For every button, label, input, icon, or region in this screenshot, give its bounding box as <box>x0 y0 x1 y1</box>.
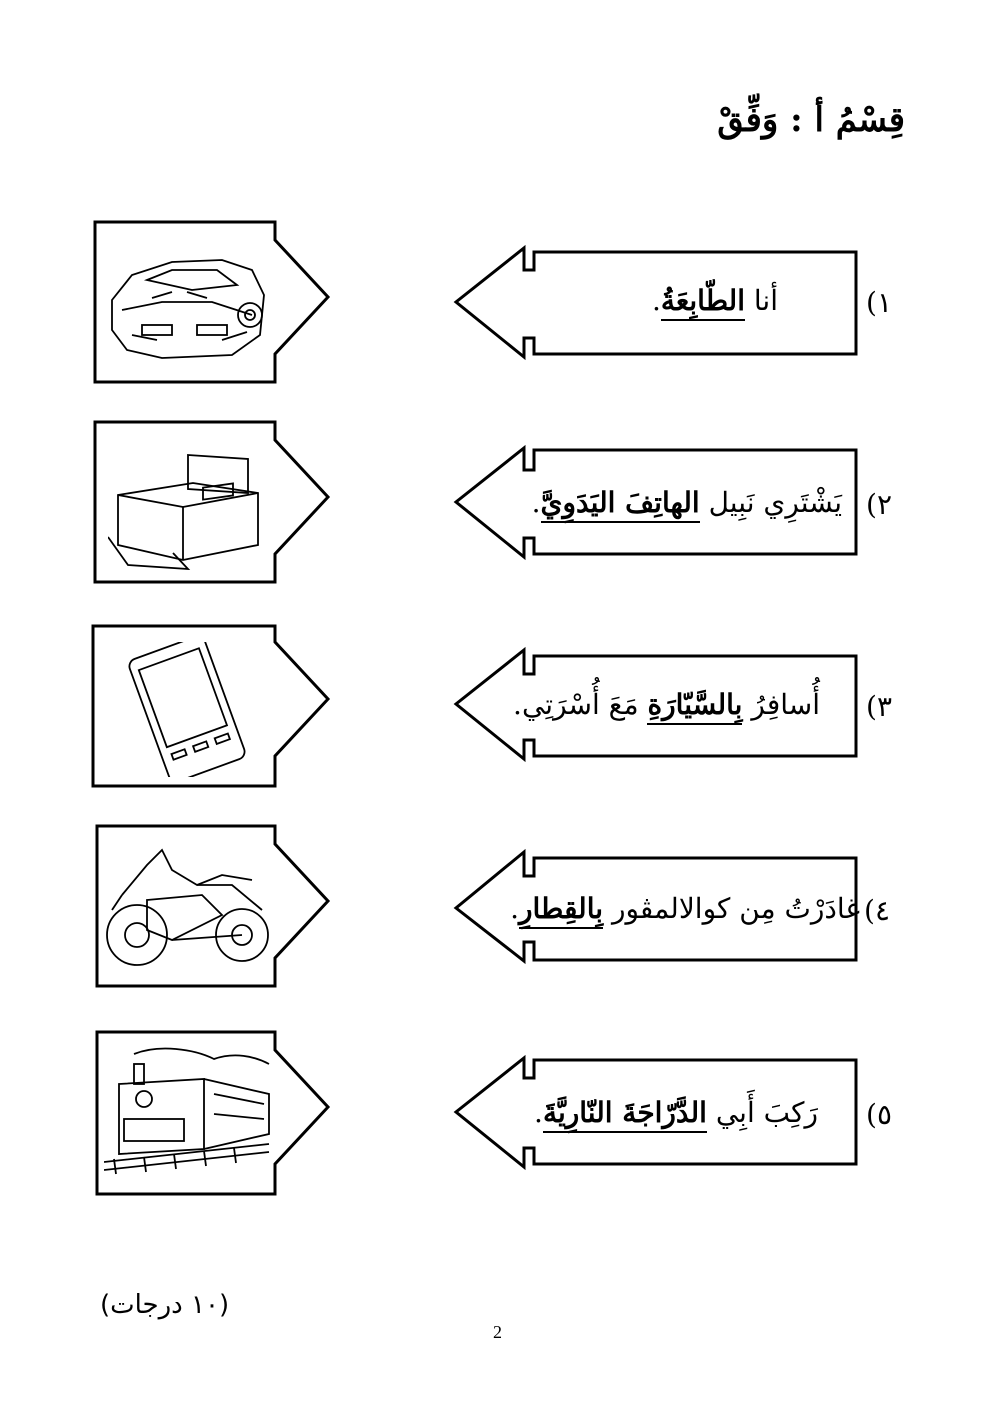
sentence-keyword: الهاتِفَ اليَدَوِيَّ <box>540 486 700 523</box>
matching-row-1: أنا الطّابِعَةُ. ١) <box>0 220 1000 390</box>
car-icon <box>111 259 265 359</box>
sentence-arrow-card[interactable] <box>448 824 863 994</box>
picture-arrow-card[interactable] <box>90 1030 340 1200</box>
sentence-after: مَعَ أُسْرَتِي. <box>513 688 648 721</box>
sentence-keyword: بِالقِطارِ <box>519 892 604 929</box>
section-title: قِسْمُ أ : وَفِّقْ <box>717 100 905 140</box>
matching-row-3: أُسافِرُ بِالسَّيّارَةِ مَعَ أُسْرَتِي. … <box>0 622 1000 792</box>
sentence-before: رَكِبَ أَبِي <box>706 1096 818 1129</box>
item-number: ٤) <box>864 894 890 927</box>
item-number: ٢) <box>866 488 892 521</box>
sentence-text: أنا الطّابِعَةُ. <box>651 284 778 321</box>
sentence-arrow-card[interactable] <box>448 1030 863 1200</box>
sentence-after: . <box>534 1096 543 1129</box>
mobile-phone-icon <box>128 642 246 777</box>
marks-label: (١٠ درجات) <box>100 1290 230 1320</box>
sentence-text: رَكِبَ أَبِي الدَّرّاجَةَ النّارِيَّةَ. <box>534 1096 818 1133</box>
sentence-arrow-card[interactable] <box>448 420 863 590</box>
item-number: ١) <box>866 286 892 319</box>
item-number: ٥) <box>866 1098 892 1131</box>
sentence-text: غادَرْتُ مِن كوالالمڤور بِالقِطارِ. <box>510 892 860 929</box>
sentence-before: أنا <box>744 284 778 317</box>
sentence-before: يَشْتَرِي نَبِيل <box>699 486 842 519</box>
printer-icon <box>108 454 259 570</box>
motorcycle-icon <box>106 848 269 966</box>
sentence-keyword: الطّابِعَةُ <box>660 284 745 321</box>
sentence-arrow-card[interactable] <box>448 622 863 792</box>
sentence-after: . <box>531 486 541 519</box>
matching-row-4: غادَرْتُ مِن كوالالمڤور بِالقِطارِ. ٤) <box>0 824 1000 994</box>
item-number: ٣) <box>866 690 892 723</box>
sentence-text: يَشْتَرِي نَبِيل الهاتِفَ اليَدَوِيَّ. <box>531 486 842 523</box>
sentence-before: غادَرْتُ مِن كوالالمڤور <box>603 892 860 925</box>
page-number: 2 <box>493 1322 502 1342</box>
sentence-before: أُسافِرُ <box>742 688 820 721</box>
sentence-after: . <box>510 892 519 925</box>
sentence-text: أُسافِرُ بِالسَّيّارَةِ مَعَ أُسْرَتِي. <box>513 688 820 725</box>
sentence-arrow-card[interactable] <box>448 220 863 390</box>
sentence-after: . <box>651 284 661 317</box>
sentence-keyword: بِالسَّيّارَةِ <box>647 688 743 725</box>
train-icon <box>104 1047 270 1175</box>
matching-row-2: يَشْتَرِي نَبِيل الهاتِفَ اليَدَوِيَّ. ٢… <box>0 420 1000 590</box>
matching-row-5: رَكِبَ أَبِي الدَّرّاجَةَ النّارِيَّةَ. … <box>0 1030 1000 1200</box>
sentence-keyword: الدَّرّاجَةَ النّارِيَّةَ <box>542 1096 707 1133</box>
